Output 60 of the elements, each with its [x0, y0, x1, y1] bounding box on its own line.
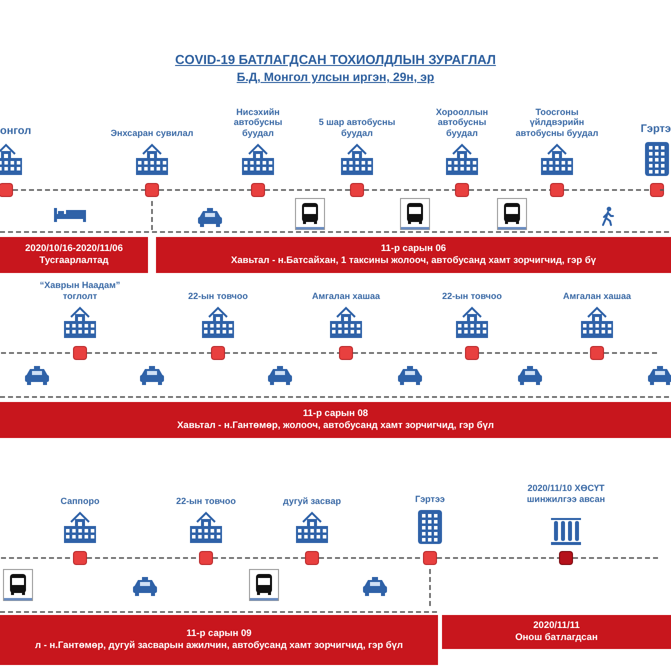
dashed-route-line: [479, 352, 590, 354]
dashed-route-line: [573, 557, 660, 559]
place-label: Энхсаран сувилал: [110, 128, 194, 138]
dashed-route-line: [437, 557, 559, 559]
place-label: Амгалан хашаа: [310, 290, 382, 301]
stop-marker: [590, 346, 604, 360]
place-label: Гэртээ: [414, 494, 446, 504]
stop-marker: [0, 183, 13, 197]
dashed-route-line: [660, 189, 664, 191]
dashed-route-line: [87, 557, 199, 559]
place-label: Хорооллын автобусны буудал: [434, 106, 490, 138]
place-label: 22-ын товчоо: [441, 290, 503, 301]
place-label: 2020/11/10 ХӨСҮТ шинжилгээ авсан: [526, 483, 606, 504]
place-label: Саппоро: [60, 496, 100, 506]
subtitle: Б.Д, Монгол улсын иргэн, 29н, эр: [236, 70, 436, 84]
place-label: Тоосгоны үйлдвэрийн автобусны буудал: [514, 106, 600, 138]
dashed-route-line: [87, 352, 211, 354]
stop-marker: [550, 183, 564, 197]
event-bar: 11-р сарын 09 л - н.Гантөмөр, дугуй засварын ажилчин, автобусанд хамт зорчигчид, гэр бүл: [0, 615, 438, 665]
place-label: 5 шар автобусны буудал: [318, 117, 396, 138]
dashed-route-line: [604, 352, 660, 354]
place-label: 22-ын товчоо: [175, 496, 237, 506]
dashed-route-line: [353, 352, 465, 354]
event-bar: 2020/11/11 Онош батлагдсан: [442, 615, 671, 649]
stop-marker: [455, 183, 469, 197]
dashed-route-line: [364, 189, 455, 191]
place-label: “Хаврын Наадам” тоглолт: [38, 280, 122, 301]
stop-marker: [650, 183, 664, 197]
dashed-route-line: [1, 352, 73, 354]
stop-marker: [145, 183, 159, 197]
stop-marker: [199, 551, 213, 565]
dashed-route-line: [319, 557, 423, 559]
dashed-route-line: [159, 189, 251, 191]
dashed-route-line: [13, 189, 145, 191]
stop-marker: [465, 346, 479, 360]
place-label: Амгалан хашаа: [562, 290, 632, 301]
dashed-route-line: [469, 189, 550, 191]
dashed-route-line: [1, 557, 73, 559]
place-label: Нисэхийн автобусны буудал: [232, 106, 284, 138]
event-bar: 2020/10/16-2020/11/06 Тусгаарлалтад: [0, 237, 148, 273]
stop-marker: [251, 183, 265, 197]
stop-marker: [339, 346, 353, 360]
stop-marker: [211, 346, 225, 360]
place-label: 22-ын товчоо: [187, 290, 249, 301]
stop-marker: [73, 346, 87, 360]
diagram-title: COVID-19 БАТЛАГДСАН ТОХИОЛДЛЫН ЗУРАГЛАЛ: [174, 52, 497, 67]
stop-marker: [559, 551, 573, 565]
dashed-route-line: [564, 189, 650, 191]
stop-marker: [350, 183, 364, 197]
place-label: Гэртэ: [640, 123, 671, 136]
event-bar: 11-р сарын 06 Хавьтал - н.Батсайхан, 1 таксины жолооч, автобусанд хамт зорчигчид, гэр бү: [156, 237, 671, 273]
dashed-route-line: [265, 189, 350, 191]
place-label: онгол: [0, 125, 32, 138]
event-bar: 11-р сарын 08 Хавьтал - н.Гантөмөр, жолооч, автобусанд хамт зорчигчид, гэр бүл: [0, 402, 671, 438]
stop-marker: [73, 551, 87, 565]
place-label: дугуй засвар: [282, 496, 342, 506]
stop-marker: [305, 551, 319, 565]
dashed-route-line: [225, 352, 339, 354]
stop-marker: [423, 551, 437, 565]
dashed-route-line: [213, 557, 305, 559]
